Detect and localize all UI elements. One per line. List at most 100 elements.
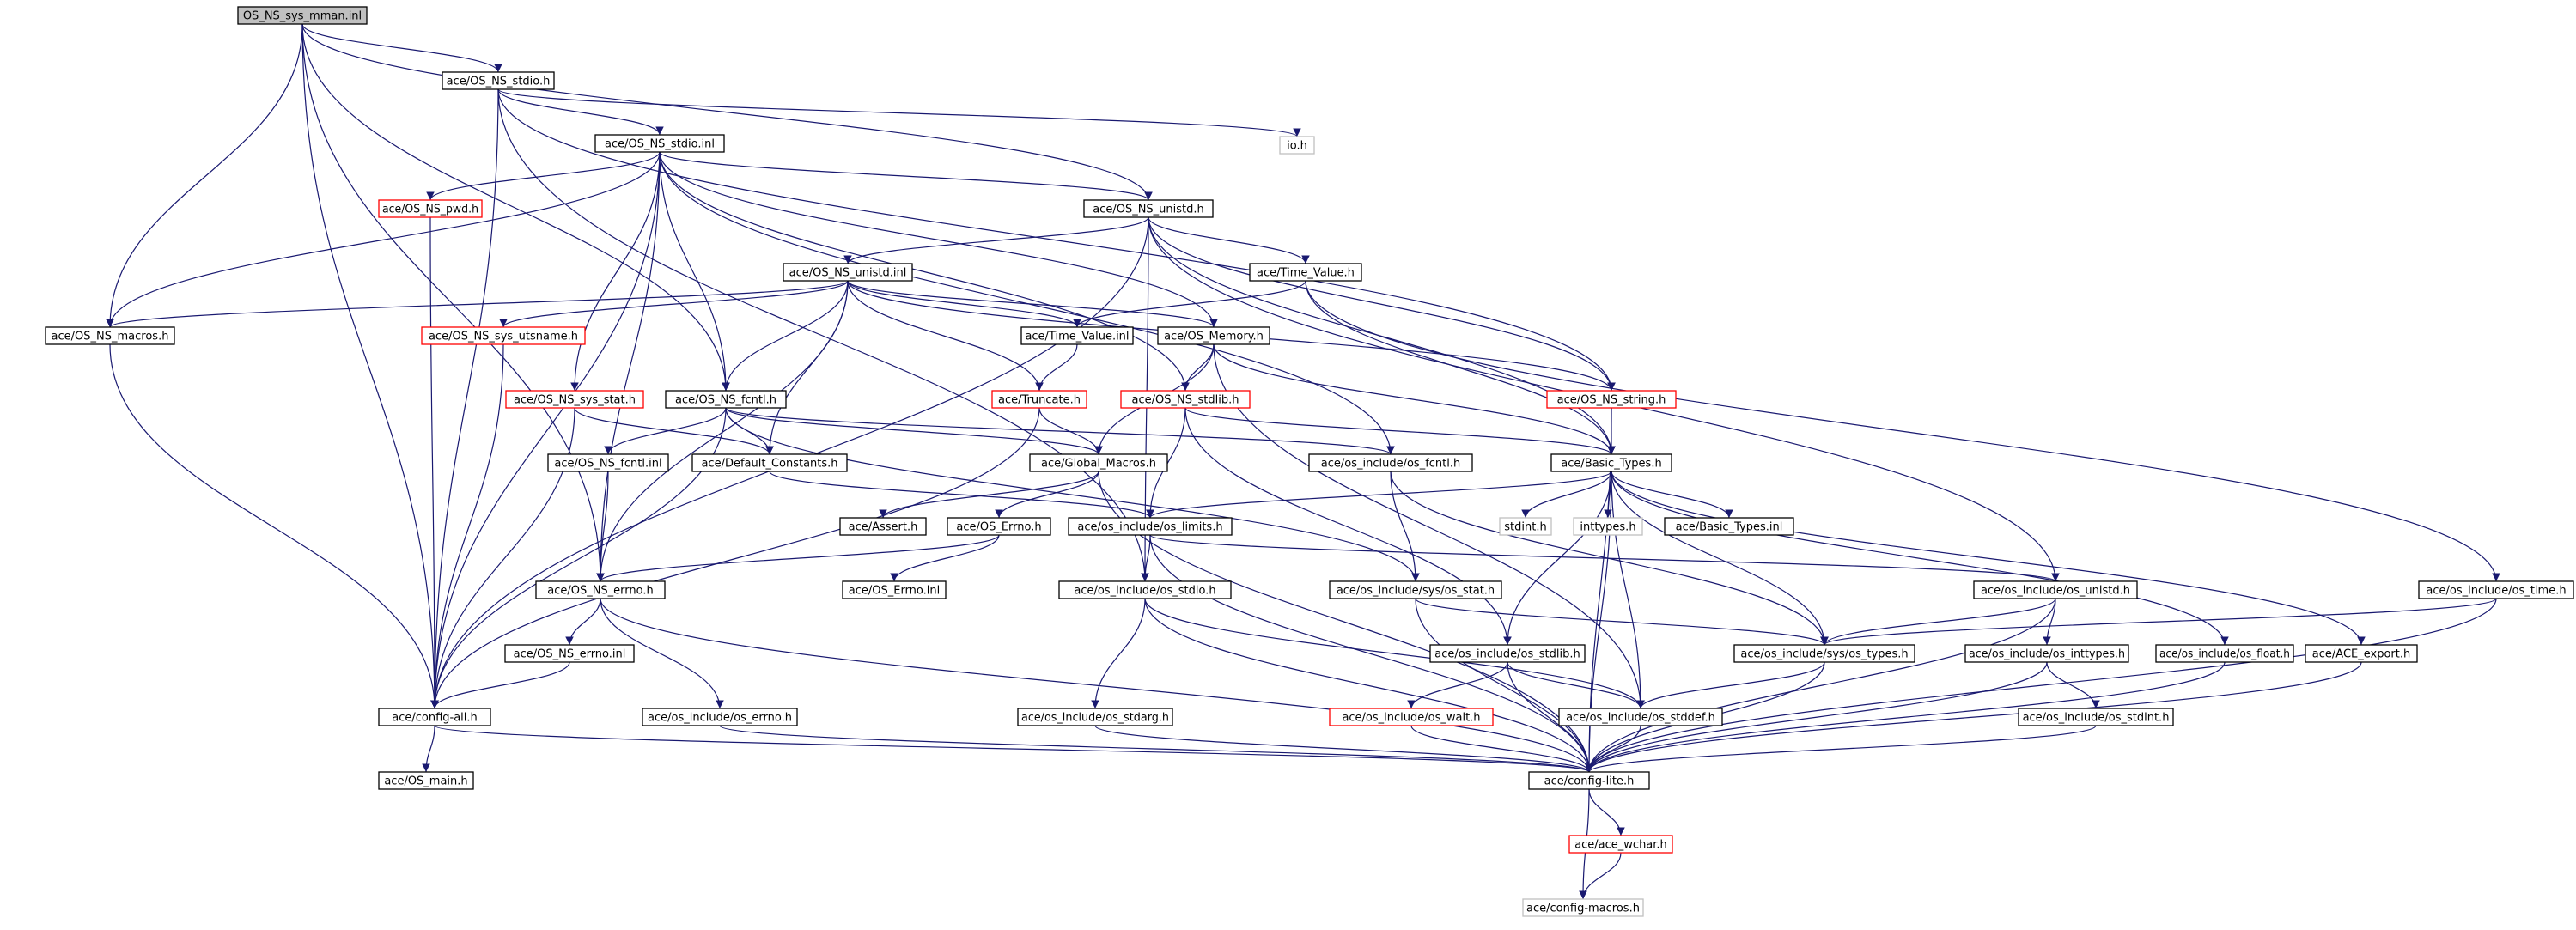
nodes-layer: OS_NS_sys_mman.inl ace/OS_NS_stdio.h ace/O… [45,6,2574,917]
node-box [594,134,725,153]
node-n21[interactable]: ace/Basic_Types.h [1550,453,1672,472]
node-n12[interactable]: ace/OS_NS_sys_stat.h [505,390,644,409]
edge-n13-to-n19 [725,407,1103,455]
edge-n6-to-n10 [847,280,1081,328]
node-label: ace/os_include/os_stdio.h [1074,585,1215,598]
edge-n6-to-n9 [499,280,849,328]
node-n40[interactable]: ace/config-all.h [378,708,491,726]
node-n30[interactable]: ace/os_include/os_stdio.h [1058,580,1232,599]
edge-line [1184,407,1616,455]
edge-line [596,151,661,582]
node-label: ace/OS_NS_stdio.inl [605,138,715,151]
node-label: ace/os_include/os_stdlib.h [1434,648,1580,661]
node-label: ace/os_include/os_time.h [2426,585,2566,598]
edge-n11-to-n21 [1213,343,1616,455]
node-box [378,708,491,726]
edge-n40-to-n47 [434,725,1593,773]
node-n19[interactable]: ace/Global_Macros.h [1029,453,1168,472]
node-n1[interactable]: ace/OS_NS_stdio.h [442,71,555,90]
edge-n37-to-n47 [1585,661,2048,773]
node-n28[interactable]: ace/OS_NS_errno.h [535,580,666,599]
node-n20[interactable]: ace/os_include/os_fcntl.h [1308,453,1473,472]
node-n22[interactable]: ace/Assert.h [839,517,927,536]
edge-line [430,151,661,709]
node-box [2018,708,2174,726]
node-n38[interactable]: ace/os_include/os_float.h [2155,644,2294,663]
node-label: ace/os_include/os_errno.h [648,712,792,725]
node-n32[interactable]: ace/os_include/os_unistd.h [1973,580,2138,599]
edge-n21-to-n44 [1611,471,1645,709]
node-box [45,326,175,345]
node-n35[interactable]: ace/os_include/os_stdlib.h [1429,644,1586,663]
node-n44[interactable]: ace/os_include/os_stddef.h [1558,708,1723,726]
node-n6[interactable]: ace/OS_NS_unistd.inl [783,263,913,282]
node-n4[interactable]: ace/OS_NS_pwd.h [378,199,483,218]
node-n46[interactable]: ace/OS_main.h [378,771,474,790]
edge-line [1390,471,1420,582]
node-n26[interactable]: inttypes.h [1573,517,1643,536]
edge-n11-to-n15 [1181,343,1215,392]
node-n34[interactable]: ace/OS_NS_errno.inl [504,644,635,663]
edge-n2-to-n12 [570,151,661,392]
node-label: ace/OS_Memory.h [1164,331,1264,343]
node-box [2155,644,2294,663]
node-n3[interactable]: io.h [1279,136,1315,155]
node-n45[interactable]: ace/os_include/os_stdint.h [2018,708,2174,726]
node-n36[interactable]: ace/os_include/sys/os_types.h [1733,644,1915,663]
edge-line [1579,852,1622,900]
node-n2[interactable]: ace/OS_NS_stdio.inl [594,134,725,153]
node-box [991,390,1087,409]
edge-line [1585,661,2362,773]
node-box [1499,517,1552,536]
node-n0[interactable]: OS_NS_sys_mman.inl [237,6,368,25]
edge-n45-to-n47 [1585,725,2097,773]
node-n23[interactable]: ace/OS_Errno.h [947,517,1051,536]
node-n9[interactable]: ace/OS_NS_sys_utsname.h [421,326,586,345]
edge-n0-to-n13 [301,23,730,392]
node-n37[interactable]: ace/os_include/os_inttypes.h [1964,644,2129,663]
node-n39[interactable]: ace/ACE_export.h [2305,644,2418,663]
node-n8[interactable]: ace/OS_NS_macros.h [45,326,175,345]
node-n49[interactable]: ace/config-macros.h [1522,898,1644,917]
node-n16[interactable]: ace/OS_NS_string.h [1546,390,1677,409]
node-box [1973,580,2138,599]
edge-n28-to-n47 [600,598,1593,773]
edge-n24-to-n32 [1149,534,2060,582]
node-box [505,390,644,409]
edge-line [722,280,849,392]
edge-line [1305,280,2500,582]
node-n15[interactable]: ace/OS_NS_stdlib.h [1120,390,1251,409]
edge-line [429,216,439,709]
node-n11[interactable]: ace/OS_Memory.h [1157,326,1270,345]
edge-line [1184,407,1512,646]
edge-line [1585,725,2097,773]
node-n27[interactable]: ace/Basic_Types.inl [1664,517,1794,536]
node-label: ace/Basic_Types.inl [1676,521,1783,534]
node-box [378,199,483,218]
node-n13[interactable]: ace/OS_NS_fcntl.h [665,390,787,409]
node-n41[interactable]: ace/os_include/os_errno.h [642,708,798,726]
edge-line [769,471,1154,519]
node-n31[interactable]: ace/os_include/sys/os_stat.h [1329,580,1502,599]
node-n17[interactable]: ace/OS_NS_fcntl.inl [547,453,669,472]
node-n5[interactable]: ace/OS_NS_unistd.h [1083,199,1214,218]
node-n29[interactable]: ace/OS_Errno.inl [842,580,947,599]
node-n48[interactable]: ace/ace_wchar.h [1568,835,1673,854]
edge-line [1073,280,1306,328]
node-n42[interactable]: ace/os_include/os_stdarg.h [1017,708,1173,726]
node-n14[interactable]: ace/Truncate.h [991,390,1087,409]
edge-n1-to-n2 [497,88,664,136]
node-n47[interactable]: ace/config-lite.h [1528,771,1650,790]
node-n24[interactable]: ace/os_include/os_limits.h [1068,517,1233,536]
node-n18[interactable]: ace/Default_Constants.h [691,453,848,472]
node-n10[interactable]: ace/Time_Value.inl [1020,326,1134,345]
edge-n36-to-n44 [1636,661,1825,709]
node-box [1964,644,2129,663]
node-n33[interactable]: ace/os_include/os_time.h [2418,580,2574,599]
node-box [1249,263,1362,282]
node-n25[interactable]: stdint.h [1499,517,1552,536]
node-n7[interactable]: ace/Time_Value.h [1249,263,1362,282]
edge-n2-to-n40 [430,151,661,709]
node-n43[interactable]: ace/os_include/os_wait.h [1329,708,1494,726]
node-label: ace/OS_NS_unistd.inl [789,267,907,280]
